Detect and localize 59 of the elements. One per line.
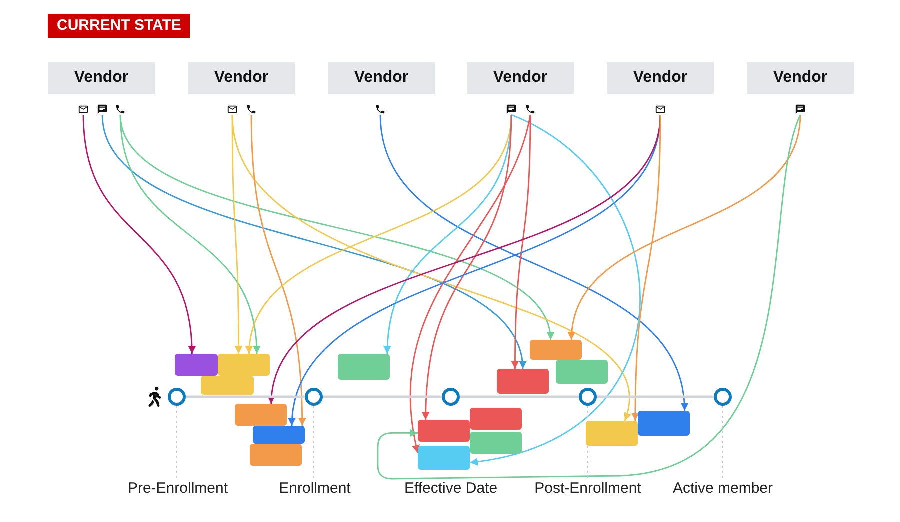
mail-icon [227,104,238,115]
mail-icon [78,104,89,115]
title-badge: CURRENT STATE [48,14,190,38]
vendor-box: Vendor [467,62,574,94]
phone-icon [115,104,126,115]
colored-block [253,426,305,444]
colored-block [338,354,390,380]
timeline-line [186,396,305,398]
vendor-box: Vendor [747,62,854,94]
colored-block [556,360,608,384]
arrow [377,114,802,480]
arrow [632,115,662,421]
colored-block [470,408,522,430]
arrow [250,114,306,426]
colored-block [418,446,470,470]
stage-label: Enrollment [255,480,375,498]
arrow [422,114,512,420]
arrow [120,114,552,340]
vendor-box: Vendor [607,62,714,94]
colored-block [250,444,302,466]
colored-block [470,432,522,454]
phone-icon [525,104,536,115]
arrow [470,114,641,466]
colored-block [638,411,690,436]
timeline-line [323,396,442,398]
arrow [246,114,512,354]
stage-label: Effective Date [391,480,511,498]
vendor-box: Vendor [328,62,435,94]
arrow [410,114,532,454]
stage-label: Pre-Enrollment [118,480,238,498]
colored-block [175,354,218,376]
chat-icon [506,104,517,115]
arrow [232,114,630,422]
arrow [82,114,196,354]
colored-block [586,421,638,446]
mail-icon [655,104,666,115]
colored-block [201,376,254,395]
stage-label: Post-Enrollment [528,480,648,498]
phone-icon [375,104,386,115]
stage-label: Active member [663,480,783,498]
vendor-box: Vendor [188,62,295,94]
chat-icon [795,104,806,115]
arrow [384,114,512,354]
arrow [102,114,525,370]
dotted-guide-line [176,406,178,480]
chat-icon [97,104,108,115]
arrow [568,114,802,340]
timeline-line [597,396,714,398]
dotted-guide-line [722,406,724,480]
colored-block [235,404,287,426]
arrow [511,115,532,369]
colored-block [418,420,470,442]
colored-block [530,340,582,360]
phone-icon [246,104,257,115]
colored-block [497,369,549,394]
vendor-box: Vendor [48,62,155,94]
arrow [380,114,688,412]
colored-block [218,354,270,376]
timeline-line [460,396,579,398]
